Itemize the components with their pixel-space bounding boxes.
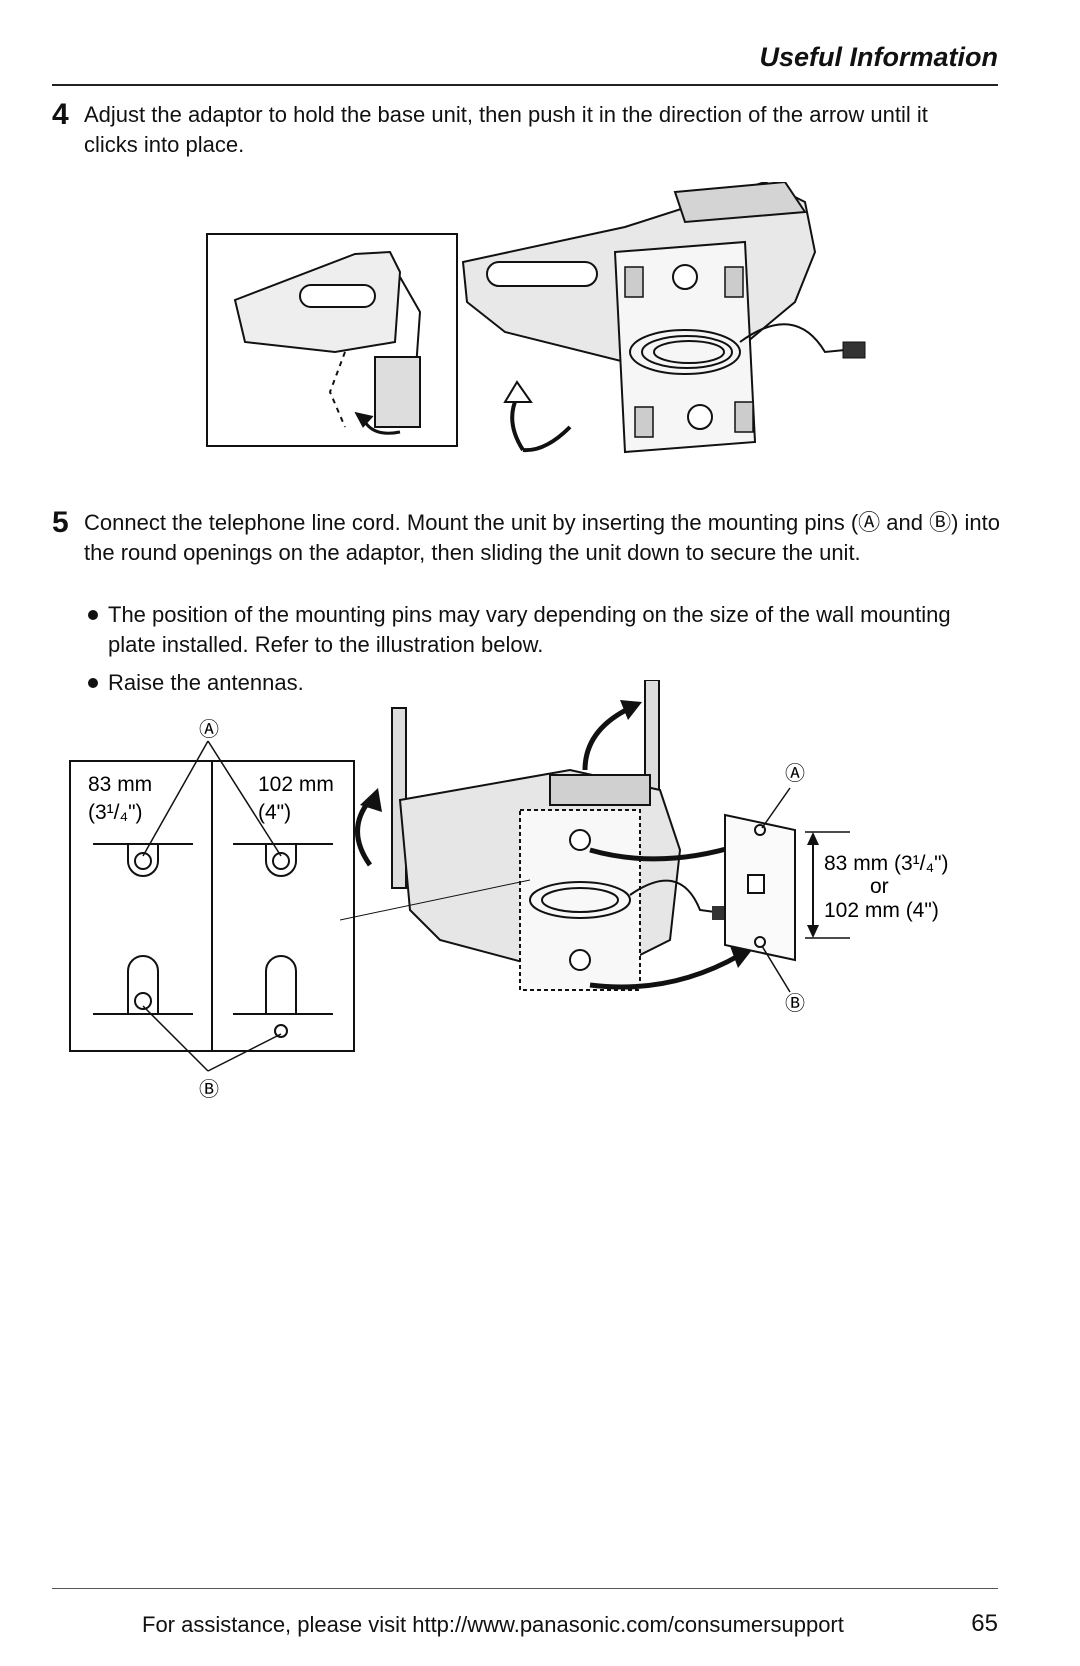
dimension-line-1: 83 mm (3¹/₄") xyxy=(824,852,949,875)
pin-a-label: Ⓐ xyxy=(785,762,805,785)
page-number: 65 xyxy=(971,1610,998,1637)
left-size-mm: 83 mm xyxy=(88,773,152,796)
step-5-number: 5 xyxy=(52,506,69,539)
step-4-text: Adjust the adaptor to hold the base unit… xyxy=(84,102,928,157)
pin-b-label: Ⓑ xyxy=(785,992,805,1015)
right-size-in: (4") xyxy=(258,801,291,824)
dimension-line-2: or xyxy=(870,875,889,898)
mounting-pin-positions-diagram: 83 mm (3¹/₄") 102 mm (4") Ⓐ Ⓑ xyxy=(68,716,358,1101)
step-5-bullet: The position of the mounting pins may va… xyxy=(88,600,968,660)
step-5-text: Connect the telephone line cord. Mount t… xyxy=(84,510,1000,565)
wall-mount-illustration: Ⓐ Ⓑ 83 mm (3¹/₄") or 102 mm (4") xyxy=(339,679,1020,1070)
bullet-text: Raise the antennas. xyxy=(108,670,304,695)
support-url-text: For assistance, please visit http://www.… xyxy=(142,1612,844,1637)
bullet-text: The position of the mounting pins may va… xyxy=(108,602,951,657)
adaptor-attach-illustration xyxy=(205,180,905,487)
left-size-in: (3¹/₄") xyxy=(88,801,143,824)
header-divider xyxy=(52,84,998,86)
pin-b-label: Ⓑ xyxy=(199,1078,219,1101)
bullet-dot-icon xyxy=(88,678,98,688)
bullet-dot-icon xyxy=(88,610,98,620)
pin-a-label: Ⓐ xyxy=(199,718,219,741)
step-4-number: 4 xyxy=(52,98,69,131)
dimension-line-3: 102 mm (4") xyxy=(824,899,939,922)
footer-divider xyxy=(52,1588,998,1589)
right-size-mm: 102 mm xyxy=(258,773,334,796)
page-section-title: Useful Information xyxy=(759,42,998,72)
step-5-bullet: Raise the antennas. xyxy=(88,668,968,698)
